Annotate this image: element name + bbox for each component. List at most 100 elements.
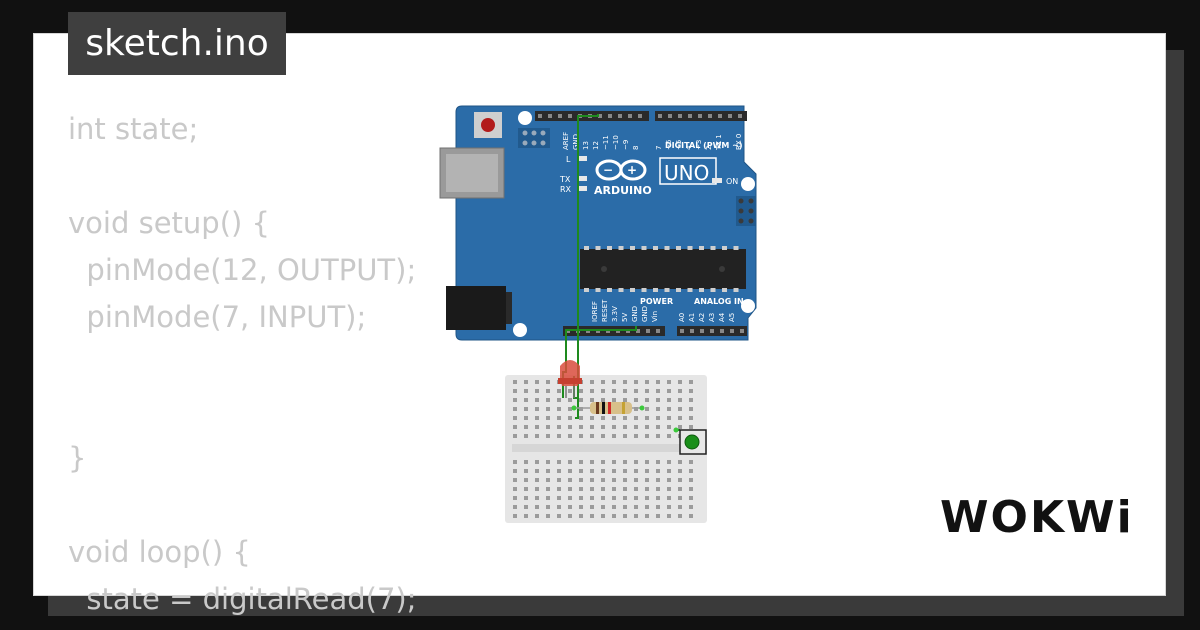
breadboard-hole[interactable] xyxy=(568,469,572,473)
breadboard-hole[interactable] xyxy=(535,469,539,473)
breadboard-hole[interactable] xyxy=(612,398,616,402)
breadboard-hole[interactable] xyxy=(557,505,561,509)
breadboard-hole[interactable] xyxy=(656,478,660,482)
breadboard-hole[interactable] xyxy=(579,434,583,438)
header-pin[interactable] xyxy=(688,114,692,118)
breadboard-hole[interactable] xyxy=(667,514,671,518)
breadboard-hole[interactable] xyxy=(601,389,605,393)
breadboard-hole[interactable] xyxy=(645,389,649,393)
breadboard[interactable] xyxy=(505,375,707,523)
breadboard-hole[interactable] xyxy=(535,389,539,393)
breadboard-hole[interactable] xyxy=(689,514,693,518)
breadboard-hole[interactable] xyxy=(645,434,649,438)
breadboard-hole[interactable] xyxy=(612,434,616,438)
breadboard-hole[interactable] xyxy=(535,496,539,500)
breadboard-hole[interactable] xyxy=(524,496,528,500)
breadboard-hole[interactable] xyxy=(546,434,550,438)
breadboard-hole[interactable] xyxy=(612,487,616,491)
breadboard-hole[interactable] xyxy=(634,380,638,384)
breadboard-hole[interactable] xyxy=(546,389,550,393)
breadboard-hole[interactable] xyxy=(667,407,671,411)
breadboard-hole[interactable] xyxy=(689,496,693,500)
header-pin[interactable] xyxy=(718,114,722,118)
breadboard-hole[interactable] xyxy=(645,496,649,500)
breadboard-hole[interactable] xyxy=(689,469,693,473)
header-pin[interactable] xyxy=(636,329,640,333)
breadboard-hole[interactable] xyxy=(557,389,561,393)
breadboard-hole[interactable] xyxy=(601,496,605,500)
breadboard-hole[interactable] xyxy=(568,487,572,491)
breadboard-hole[interactable] xyxy=(656,434,660,438)
breadboard-hole[interactable] xyxy=(667,478,671,482)
breadboard-hole[interactable] xyxy=(557,514,561,518)
breadboard-hole[interactable] xyxy=(645,425,649,429)
breadboard-hole[interactable] xyxy=(667,469,671,473)
breadboard-hole[interactable] xyxy=(579,487,583,491)
breadboard-hole[interactable] xyxy=(546,398,550,402)
breadboard-hole[interactable] xyxy=(590,416,594,420)
breadboard-hole[interactable] xyxy=(656,398,660,402)
breadboard-hole[interactable] xyxy=(590,398,594,402)
breadboard-hole[interactable] xyxy=(524,514,528,518)
breadboard-hole[interactable] xyxy=(645,380,649,384)
breadboard-hole[interactable] xyxy=(601,416,605,420)
breadboard-hole[interactable] xyxy=(645,505,649,509)
breadboard-hole[interactable] xyxy=(645,460,649,464)
breadboard-hole[interactable] xyxy=(579,460,583,464)
breadboard-hole[interactable] xyxy=(634,389,638,393)
header-pin[interactable] xyxy=(698,114,702,118)
breadboard-hole[interactable] xyxy=(590,425,594,429)
breadboard-hole[interactable] xyxy=(579,389,583,393)
breadboard-hole[interactable] xyxy=(612,514,616,518)
breadboard-hole[interactable] xyxy=(557,416,561,420)
breadboard-hole[interactable] xyxy=(590,487,594,491)
breadboard-hole[interactable] xyxy=(612,389,616,393)
breadboard-hole[interactable] xyxy=(612,416,616,420)
breadboard-hole[interactable] xyxy=(546,505,550,509)
breadboard-hole[interactable] xyxy=(546,514,550,518)
breadboard-hole[interactable] xyxy=(689,460,693,464)
breadboard-hole[interactable] xyxy=(513,380,517,384)
breadboard-hole[interactable] xyxy=(667,487,671,491)
breadboard-hole[interactable] xyxy=(524,407,528,411)
breadboard-hole[interactable] xyxy=(524,478,528,482)
breadboard-hole[interactable] xyxy=(513,496,517,500)
header-pin[interactable] xyxy=(690,329,694,333)
breadboard-hole[interactable] xyxy=(557,496,561,500)
breadboard-hole[interactable] xyxy=(601,469,605,473)
breadboard-hole[interactable] xyxy=(634,496,638,500)
breadboard-hole[interactable] xyxy=(623,416,627,420)
breadboard-hole[interactable] xyxy=(656,416,660,420)
breadboard-hole[interactable] xyxy=(579,514,583,518)
breadboard-hole[interactable] xyxy=(579,416,583,420)
breadboard-hole[interactable] xyxy=(689,478,693,482)
breadboard-hole[interactable] xyxy=(579,505,583,509)
breadboard-hole[interactable] xyxy=(535,505,539,509)
breadboard-hole[interactable] xyxy=(667,380,671,384)
red-led[interactable] xyxy=(558,360,582,398)
breadboard-hole[interactable] xyxy=(623,514,627,518)
breadboard-hole[interactable] xyxy=(623,505,627,509)
breadboard-hole[interactable] xyxy=(590,505,594,509)
breadboard-hole[interactable] xyxy=(513,416,517,420)
header-pin[interactable] xyxy=(720,329,724,333)
breadboard-hole[interactable] xyxy=(535,380,539,384)
breadboard-hole[interactable] xyxy=(612,460,616,464)
breadboard-hole[interactable] xyxy=(623,496,627,500)
breadboard-hole[interactable] xyxy=(634,407,638,411)
breadboard-hole[interactable] xyxy=(623,478,627,482)
breadboard-hole[interactable] xyxy=(557,425,561,429)
breadboard-hole[interactable] xyxy=(634,416,638,420)
breadboard-hole[interactable] xyxy=(524,389,528,393)
breadboard-hole[interactable] xyxy=(579,425,583,429)
header-pin[interactable] xyxy=(700,329,704,333)
breadboard-hole[interactable] xyxy=(689,389,693,393)
breadboard-hole[interactable] xyxy=(667,398,671,402)
breadboard-hole[interactable] xyxy=(535,434,539,438)
breadboard-hole[interactable] xyxy=(678,460,682,464)
breadboard-hole[interactable] xyxy=(557,487,561,491)
header-pin[interactable] xyxy=(708,114,712,118)
breadboard-hole[interactable] xyxy=(590,460,594,464)
breadboard-hole[interactable] xyxy=(535,425,539,429)
